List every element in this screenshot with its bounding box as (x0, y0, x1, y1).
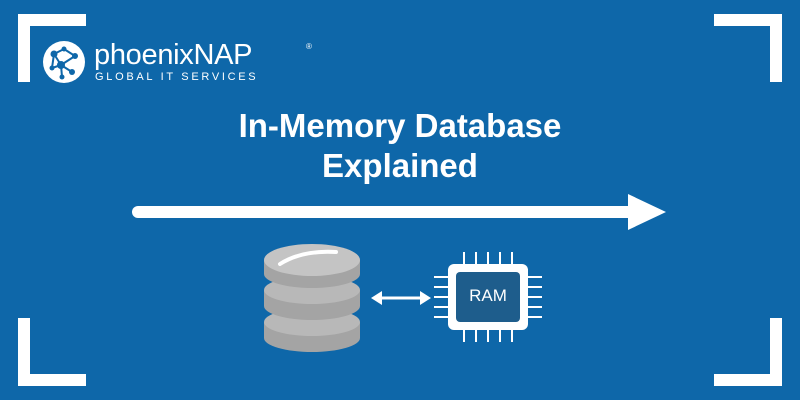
globe-network-icon (43, 41, 85, 83)
right-arrow-icon (132, 194, 666, 230)
double-arrow-icon (371, 291, 431, 305)
brand-tagline: GLOBAL IT SERVICES (95, 71, 259, 83)
brand-logo[interactable]: phoenixNAP ® GLOBAL IT SERVICES (42, 39, 312, 84)
database-icon (264, 244, 360, 352)
brand-trademark: ® (306, 42, 312, 51)
ram-chip-icon (434, 252, 542, 342)
title-line-1: In-Memory Database (238, 107, 562, 144)
page-title: In-Memory Database Explained (0, 106, 800, 186)
title-line-2: Explained (322, 147, 478, 184)
ram-label: RAM (469, 286, 507, 305)
corner-bracket-top-left (18, 14, 86, 82)
corner-bracket-bottom-left (18, 318, 86, 386)
brand-name: phoenixNAP (94, 39, 253, 71)
corner-bracket-top-right (714, 14, 782, 82)
corner-bracket-bottom-right (714, 318, 782, 386)
